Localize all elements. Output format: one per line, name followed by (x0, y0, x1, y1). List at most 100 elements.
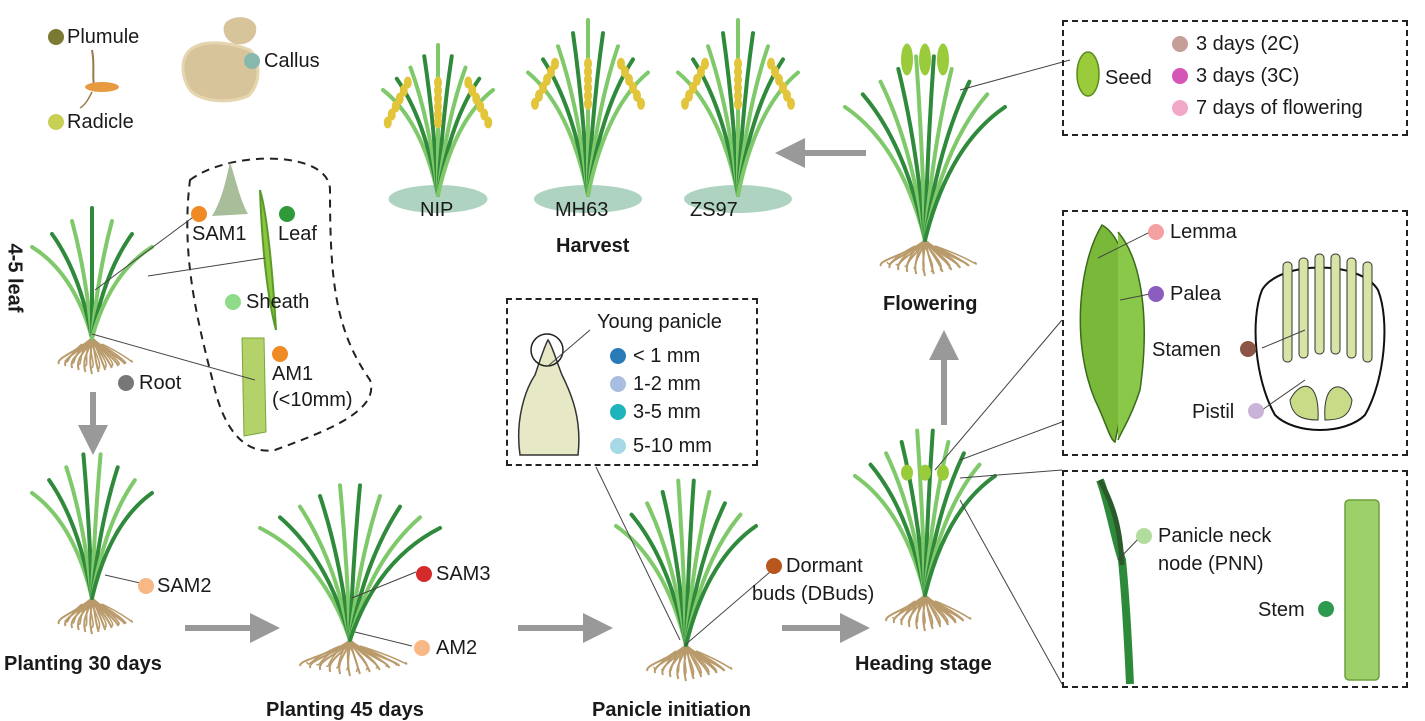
sam1-tissue-image (212, 162, 248, 216)
lt1-dot (610, 348, 626, 364)
stamen-icon (1346, 257, 1357, 359)
seed-label: Seed (1105, 67, 1152, 89)
tissue-group-outline (186, 157, 373, 452)
planting45-label: Planting 45 days (266, 699, 424, 721)
sheath-dot (225, 294, 241, 310)
plant-panicle-init (614, 478, 758, 682)
sam2-dot (138, 578, 154, 594)
planting30-label: Planting 30 days (4, 653, 162, 675)
sam2-label: SAM2 (157, 575, 212, 597)
panicle-tip-highlight (530, 333, 564, 367)
sam3-label: SAM3 (436, 563, 491, 585)
young-panicle-box (506, 298, 758, 466)
plant-nip (381, 43, 495, 213)
am2-label: AM2 (436, 637, 478, 659)
palea-label: Palea (1170, 283, 1222, 305)
plumule-label: Plumule (67, 26, 140, 48)
dormant-label-line1: Dormant (786, 555, 863, 577)
root-dot (118, 375, 134, 391)
leaf-stage-label: 4-5 leaf (3, 243, 26, 313)
palea-dot (1148, 286, 1164, 302)
r510-label: 5-10 mm (633, 435, 712, 457)
stem-label: Stem (1258, 599, 1305, 621)
radicle-dot (48, 114, 64, 130)
seed2c-label: 3 days (2C) (1196, 33, 1300, 55)
seed7-label: 7 days of flowering (1196, 97, 1363, 119)
stamen-label: Stamen (1152, 339, 1221, 361)
seed7-dot (1172, 100, 1188, 116)
leader-lines (91, 59, 1306, 685)
plumule-dot (48, 29, 64, 45)
seed-box (1062, 20, 1408, 136)
seed3c-label: 3 days (3C) (1196, 65, 1300, 87)
nip-label: NIP (420, 199, 454, 221)
am2-dot (414, 640, 430, 656)
young-panicle-label: Young panicle (597, 311, 722, 333)
progression-arrows (78, 138, 959, 643)
stamen-dot (1240, 341, 1256, 357)
leaf-label: Leaf (278, 223, 317, 245)
stamen-icon (1314, 253, 1325, 355)
seedling-icon (79, 49, 119, 109)
pnn-label-line1: Panicle neck (1158, 525, 1272, 547)
leaf-dot (279, 206, 295, 222)
panicle-neck (1097, 478, 1125, 566)
pnn-dot (1136, 528, 1152, 544)
stamen-icon (1298, 257, 1309, 359)
floret-lemma-palea-image (1079, 223, 1145, 444)
leaf-tissue-image (259, 189, 277, 331)
stamen-icon (1362, 261, 1373, 363)
stem-dot (1318, 601, 1334, 617)
young-panicle-image (517, 338, 580, 456)
pistil-label: Pistil (1192, 401, 1235, 423)
am1-size-label: (<10mm) (272, 389, 353, 411)
lt1-label: < 1 mm (633, 345, 701, 367)
plant-zs97 (676, 18, 800, 213)
plant-30-days (30, 452, 154, 635)
seed3c-dot (1172, 68, 1188, 84)
r510-dot (610, 438, 626, 454)
dormant-label-line2: buds (DBuds) (752, 583, 875, 605)
callus-label: Callus (264, 50, 320, 72)
floret-box (1062, 210, 1408, 456)
plant-4-5-leaf (30, 206, 154, 375)
mh63-label: MH63 (555, 199, 609, 221)
r12-dot (610, 376, 626, 392)
plant-45-days (258, 483, 442, 677)
lemma-dot (1148, 224, 1164, 240)
r35-label: 3-5 mm (633, 401, 701, 423)
seed-image (1076, 51, 1100, 97)
r35-dot (610, 404, 626, 420)
heading-stage-label: Heading stage (855, 653, 992, 675)
plant-mh63 (526, 18, 650, 213)
plant-heading (853, 428, 997, 632)
callus-image (181, 17, 260, 103)
stamen-icon (1282, 261, 1293, 363)
r12-label: 1-2 mm (633, 373, 701, 395)
am1-label: AM1 (272, 363, 314, 385)
am1-dot (272, 346, 288, 362)
sheath-label: Sheath (246, 291, 310, 313)
seed2c-dot (1172, 36, 1188, 52)
sam1-dot (191, 206, 207, 222)
lemma-label: Lemma (1170, 221, 1237, 243)
floret-section-image (1254, 253, 1386, 431)
am1-tissue-image (241, 337, 267, 437)
panicle-initiation-label: Panicle initiation (592, 699, 751, 721)
callus-dot (244, 53, 260, 69)
sam1-label: SAM1 (192, 223, 247, 245)
flowering-label: Flowering (883, 293, 978, 315)
pnn-label-line2: node (PNN) (1158, 553, 1264, 575)
harvest-label: Harvest (556, 235, 630, 257)
pistil-dot (1248, 403, 1264, 419)
radicle-label: Radicle (67, 111, 134, 133)
sam3-dot (416, 566, 432, 582)
stamen-icon (1330, 253, 1341, 355)
pnn-stem-box (1062, 470, 1408, 688)
zs97-label: ZS97 (690, 199, 738, 221)
plant-flowering (843, 43, 1007, 277)
stem-segment-image (1344, 499, 1380, 681)
root-label: Root (139, 372, 182, 394)
